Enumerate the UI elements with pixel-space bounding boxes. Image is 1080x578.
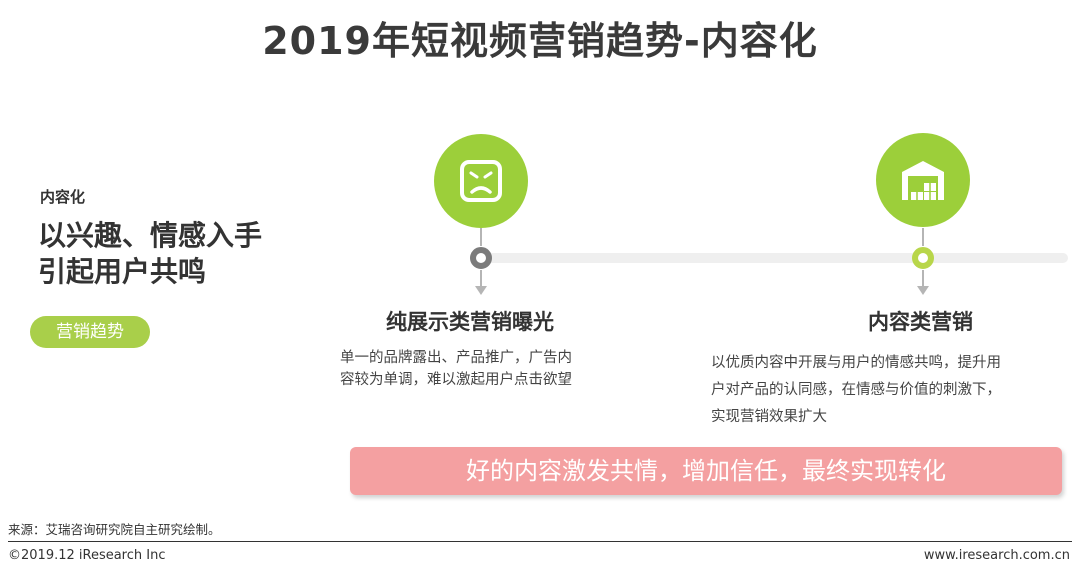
left-timeline-node <box>470 247 492 269</box>
left-icon-circle <box>434 134 528 228</box>
footer-divider <box>8 541 1072 542</box>
left-arrow-down-icon <box>475 286 487 295</box>
headline-line-1: 以兴趣、情感入手 <box>38 219 263 252</box>
copyright: ©2019.12 iResearch Inc <box>8 548 166 563</box>
left-arrow-stem <box>480 270 482 288</box>
right-desc-line: 实现营销效果扩大 <box>711 409 827 425</box>
headline-line-2: 引起用户共鸣 <box>38 255 207 288</box>
warehouse-icon <box>902 161 944 200</box>
right-step-title: 内容类营销 <box>868 310 973 334</box>
right-step-desc: 以优质内容中开展与用户的情感共鸣，提升用 户对产品的认同感，在情感与价值的刺激下… <box>711 350 1061 431</box>
right-desc-line: 以优质内容中开展与用户的情感共鸣，提升用 <box>711 355 1001 371</box>
website-link[interactable]: www.iresearch.com.cn <box>923 548 1070 563</box>
timeline-track <box>478 253 1068 263</box>
sad-face-icon <box>460 160 502 202</box>
left-desc-line: 容较为单调，难以激起用户点击欲望 <box>340 372 572 388</box>
left-step-desc: 单一的品牌露出、产品推广，广告内 容较为单调，难以激起用户点击欲望 <box>340 347 630 391</box>
right-connector <box>922 228 924 246</box>
page-title: 2019年短视频营销趋势-内容化 <box>262 19 818 63</box>
left-connector <box>480 228 482 246</box>
right-icon-circle <box>876 133 970 227</box>
right-timeline-node <box>912 247 934 269</box>
conclusion-banner: 好的内容激发共情，增加信任，最终实现转化 <box>350 447 1062 495</box>
trend-badge: 营销趋势 <box>30 316 150 348</box>
left-step-title: 纯展示类营销曝光 <box>386 310 554 334</box>
section-tagline: 内容化 <box>40 188 86 206</box>
left-desc-line: 单一的品牌露出、产品推广，广告内 <box>340 350 572 366</box>
right-desc-line: 户对产品的认同感，在情感与价值的刺激下， <box>711 382 1001 398</box>
headline: 以兴趣、情感入手 引起用户共鸣 <box>38 218 338 290</box>
source-note: 来源：艾瑞咨询研究院自主研究绘制。 <box>8 522 221 537</box>
right-arrow-down-icon <box>917 286 929 295</box>
right-arrow-stem <box>922 270 924 288</box>
